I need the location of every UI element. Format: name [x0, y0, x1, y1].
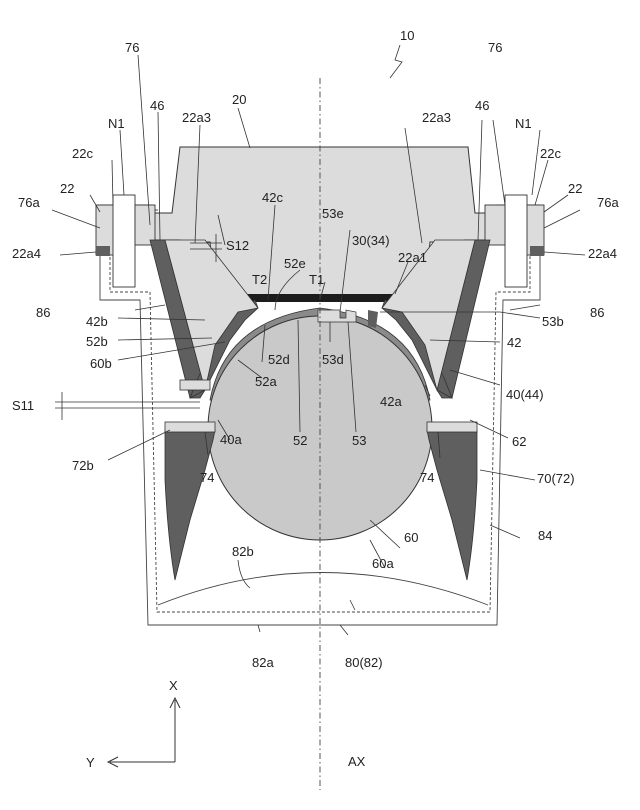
label-n1-right: N1	[515, 116, 532, 131]
label-axis-x: X	[169, 678, 178, 693]
ring-62-right	[427, 422, 477, 432]
label-70: 70(72)	[537, 471, 575, 486]
label-76-right: 76	[488, 40, 502, 55]
member-70-right	[427, 430, 477, 580]
label-22-right: 22	[568, 181, 582, 196]
label-46-left: 46	[150, 98, 164, 113]
bolt-76-right	[485, 205, 505, 245]
label-42c: 42c	[262, 190, 283, 205]
label-40: 40(44)	[506, 387, 544, 402]
label-22a4-left: 22a4	[12, 246, 41, 261]
label-t1: T1	[309, 272, 324, 287]
label-22c-left: 22c	[72, 146, 93, 161]
label-40a: 40a	[220, 432, 242, 447]
label-74-left: 74	[200, 470, 214, 485]
label-22a1: 22a1	[398, 250, 427, 265]
label-42a: 42a	[380, 394, 402, 409]
label-s11: S11	[12, 398, 34, 413]
flange-22-right-dark	[530, 246, 544, 256]
label-52b: 52b	[86, 334, 108, 349]
ring-62-left	[165, 422, 215, 432]
ref-10-arrow	[390, 45, 402, 78]
label-22-left: 22	[60, 181, 74, 196]
label-52a: 52a	[255, 374, 277, 389]
label-30: 30(34)	[352, 233, 390, 248]
label-86-right: 86	[590, 305, 604, 320]
flange-22-left-dark	[96, 246, 110, 256]
label-53: 53	[352, 433, 366, 448]
label-46-right: 46	[475, 98, 489, 113]
label-s12: S12	[226, 238, 249, 253]
label-axis-y: Y	[86, 755, 95, 770]
label-80: 80(82)	[345, 655, 383, 670]
label-22a3-left: 22a3	[182, 110, 211, 125]
label-76a-left: 76a	[18, 195, 40, 210]
label-10: 10	[400, 28, 414, 43]
bottom-cover-82b	[158, 573, 488, 606]
label-60a: 60a	[372, 556, 394, 571]
label-82a: 82a	[252, 655, 274, 670]
label-74-right: 74	[420, 470, 434, 485]
label-52d: 52d	[268, 352, 290, 367]
label-84: 84	[538, 528, 552, 543]
label-72b: 72b	[72, 458, 94, 473]
label-22a4-right: 22a4	[588, 246, 617, 261]
label-n1-left: N1	[108, 116, 125, 131]
label-60: 60	[404, 530, 418, 545]
label-22c-right: 22c	[540, 146, 561, 161]
label-76a-right: 76a	[597, 195, 619, 210]
bolt-n1-right	[505, 195, 527, 287]
bolt-n1-left	[113, 195, 135, 287]
label-20: 20	[232, 92, 246, 107]
label-53b: 53b	[542, 314, 564, 329]
label-42: 42	[507, 335, 521, 350]
label-t2: T2	[252, 272, 267, 287]
label-62: 62	[512, 434, 526, 449]
ring-62-left-b	[180, 380, 210, 390]
label-76-left: 76	[125, 40, 139, 55]
label-82b: 82b	[232, 544, 254, 559]
label-53d: 53d	[322, 352, 344, 367]
label-53e: 53e	[322, 206, 344, 221]
label-22a3-right: 22a3	[422, 110, 451, 125]
bolt-76-left	[135, 205, 155, 245]
label-60b: 60b	[90, 356, 112, 371]
label-ax: AX	[348, 754, 366, 769]
label-42b: 42b	[86, 314, 108, 329]
label-86-left: 86	[36, 305, 50, 320]
teeth-53d	[318, 310, 356, 322]
label-52e: 52e	[284, 256, 306, 271]
label-52: 52	[293, 433, 307, 448]
